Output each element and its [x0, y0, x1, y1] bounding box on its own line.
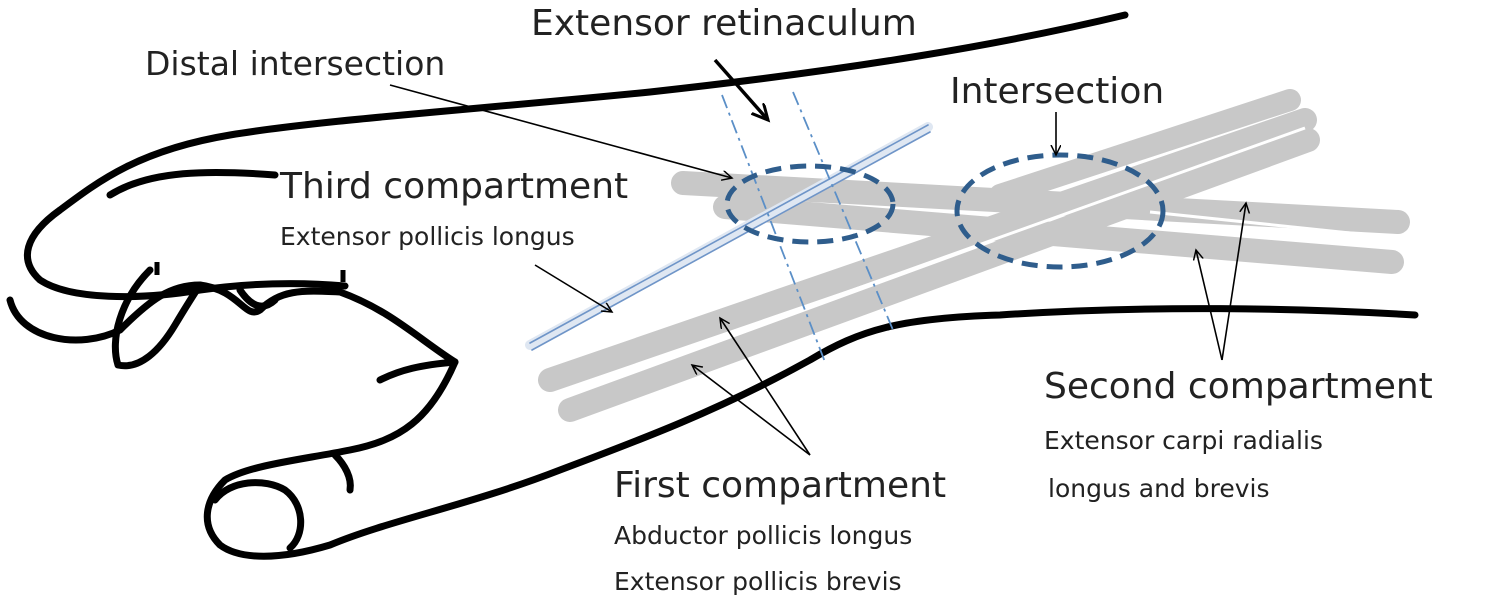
arrow-third-compartment	[534, 264, 612, 312]
label-longus-and-brevis: longus and brevis	[1048, 474, 1270, 503]
tendon-ecr-longus	[671, 171, 1410, 234]
tendon-abductor-pollicis-longus	[538, 108, 1317, 392]
thumb-crease	[331, 451, 354, 494]
arrow-second-compartment-b	[1196, 250, 1223, 361]
distal-intersection-ellipse	[724, 163, 896, 245]
index-finger	[111, 266, 204, 370]
curled-fingers	[6, 281, 459, 384]
label-third-compartment: Third compartment	[279, 166, 628, 207]
label-intersection: Intersection	[950, 71, 1164, 112]
finger-contour	[106, 168, 279, 199]
label-extensor-retinaculum: Extensor retinaculum	[531, 3, 917, 44]
knuckle-ticks	[154, 262, 346, 282]
thumbnail	[211, 479, 305, 552]
retinaculum-boundaries	[721, 91, 894, 363]
knuckle	[236, 286, 279, 310]
tendon-separators	[559, 126, 1399, 397]
label-first-compartment: First compartment	[614, 465, 946, 506]
leader-arrows	[389, 58, 1246, 456]
forearm-upper-edge	[23, 11, 1129, 301]
arrow-first-compartment-a	[720, 318, 811, 456]
tendon-ecr-brevis	[713, 195, 1404, 274]
label-distal-intersection: Distal intersection	[145, 44, 445, 83]
arrow-first-compartment-b	[692, 365, 811, 456]
label-second-compartment: Second compartment	[1044, 366, 1433, 407]
arrow-distal-intersection	[389, 84, 732, 178]
label-extensor-pollicis-brevis: Extensor pollicis brevis	[614, 567, 902, 596]
label-extensor-carpi-radialis: Extensor carpi radialis	[1044, 426, 1323, 455]
label-extensor-pollicis-longus: Extensor pollicis longus	[280, 222, 575, 251]
arrow-extensor-retinaculum	[713, 58, 768, 120]
tendons	[538, 89, 1410, 422]
arrow-second-compartment-a	[1221, 203, 1246, 361]
tendon-upper-band	[989, 89, 1301, 206]
forearm-lower-edge	[203, 305, 1419, 560]
hand-outline	[6, 11, 1419, 560]
label-abductor-pollicis-longus: Abductor pollicis longus	[614, 521, 912, 550]
labels: Extensor retinaculum Distal intersection…	[145, 3, 1433, 596]
tendon-extensor-pollicis-longus	[525, 122, 933, 351]
